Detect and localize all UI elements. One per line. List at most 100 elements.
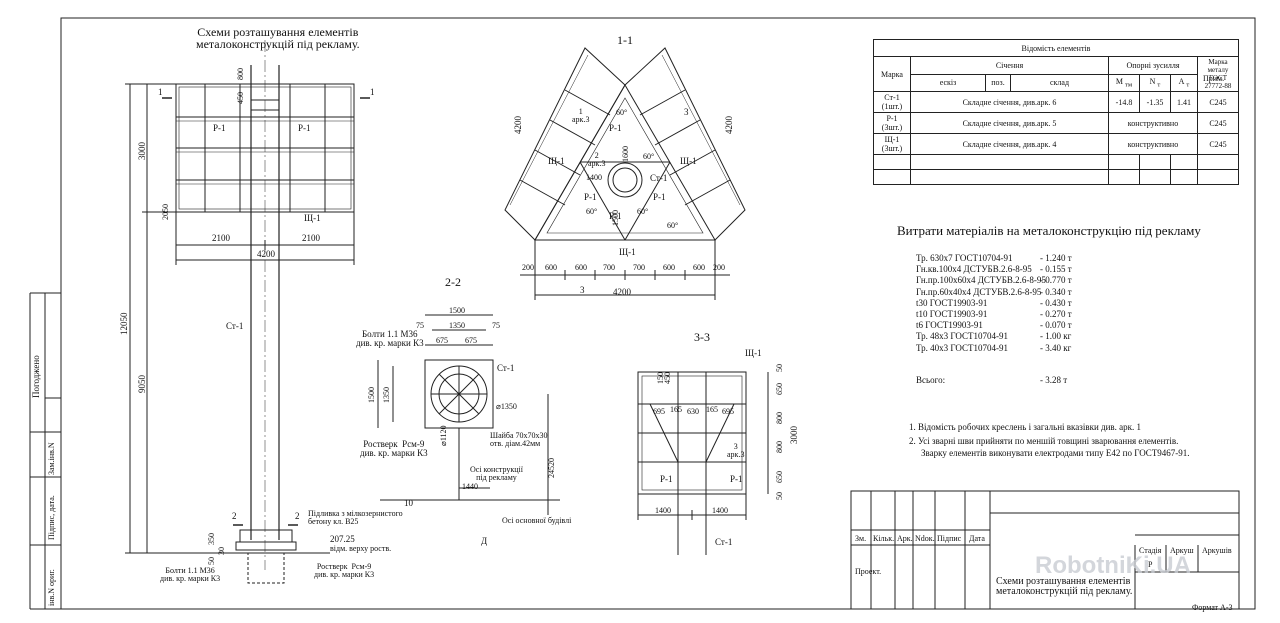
material-value: - 0.770 т xyxy=(1040,275,1072,286)
section-2-2-title: 2-2 xyxy=(445,275,461,289)
stamp-proekt: Проект. xyxy=(855,567,882,576)
material-name: t30 ГОСТ19903-91 xyxy=(916,297,988,308)
s33-r1-left: Р-1 xyxy=(660,474,673,484)
s33-dim-695-right: 695 xyxy=(722,407,734,416)
material-name: Гн.кв.100х4 ДСТУБВ.2.6-8-95 xyxy=(916,264,1032,275)
bom-row-sklad: Складне січення, див.арк. 4 xyxy=(910,133,1109,155)
s22-washer-note: Шайба 70х70х30 отв. діам.42мм xyxy=(490,431,548,448)
bom-h-marka-metal: Марка металу ГОСТ 27772-88 xyxy=(1197,56,1239,92)
cut-2-right: 2 xyxy=(295,511,300,521)
dim-30: 30 xyxy=(217,547,226,555)
s22-dim-1440: 1440 xyxy=(462,482,478,491)
label-st1: Ст-1 xyxy=(226,321,244,331)
drawing-title: Схеми розташування елементів металоконст… xyxy=(196,25,360,51)
materials-total-label: Всього: xyxy=(916,375,946,385)
material-item: Гн.кв.100х4 ДСТУБВ.2.6-8-95 - 0.155 т xyxy=(916,264,1076,274)
material-name: Тр. 48х3 ГОСТ10704-91 xyxy=(916,331,1008,342)
bom-h-eskiz: ескіз xyxy=(910,73,986,92)
bom-h-zusyllia: Опорні зусилля xyxy=(1108,56,1198,75)
cut-1-left: 1 xyxy=(158,87,163,97)
s22-rostverk: Ростверк Рсм-9 див. кр. марки К3 xyxy=(360,439,428,458)
bom-row-steel: С245 xyxy=(1197,112,1239,134)
s33-dim-650-top: 650 xyxy=(775,383,784,395)
plan-label-r1-right: Р-1 xyxy=(653,192,666,202)
material-name: t10 ГОСТ19903-91 xyxy=(916,309,988,319)
plan-dim-1: 600 xyxy=(545,263,557,272)
label-shch1: Щ-1 xyxy=(304,213,321,223)
bom-row: Р-1(3шт.) Складне січення, див.арк. 5 ко… xyxy=(873,112,1239,134)
section-3-3 xyxy=(637,371,769,555)
material-value: - 0.340 т xyxy=(1040,286,1072,297)
note-2: 2. Усі зварні шви прийняти по меншій тов… xyxy=(909,436,1179,446)
dim-9050: 9050 xyxy=(137,375,147,393)
bom-row-qty: (1шт.) xyxy=(881,102,903,111)
s33-dim-1400-left: 1400 xyxy=(655,506,671,515)
bom-row-steel: С245 xyxy=(1197,133,1239,155)
material-item: Гн.пр.100х60х4 ДСТУБВ.2.6-8-95- 0.770 т xyxy=(916,275,1076,285)
watermark: RobotniKi.UA xyxy=(1035,552,1191,579)
s22-st1: Ст-1 xyxy=(497,363,515,373)
elevation-value: 207.25 xyxy=(330,534,355,544)
note-pidlyvka: Підливка з мілкозернистого бетону кл. В2… xyxy=(308,509,403,526)
note-1: 1. Відомість робочих креслень і загальні… xyxy=(909,422,1142,432)
cut-1-right: 1 xyxy=(370,87,375,97)
plan-ark3-1: 1 арк.3 xyxy=(572,107,590,124)
material-value: - 0.270 т xyxy=(1040,309,1072,319)
s33-dim-3000: 3000 xyxy=(789,426,799,444)
s22-dim-75-right: 75 xyxy=(492,321,500,330)
s33-shch1: Щ-1 xyxy=(745,348,762,358)
bom-row-qty: (3шт.) xyxy=(881,144,903,153)
s33-dim-630: 630 xyxy=(687,407,699,416)
material-name: Тр. 630х7 ГОСТ10704-91 xyxy=(916,253,1013,263)
stamp-col-ark: Арк. xyxy=(897,534,913,543)
s33-dim-165-left: 165 xyxy=(670,405,682,414)
plan-label-shch1-bottom: Щ-1 xyxy=(619,247,636,257)
bom-row-merged: конструктивно xyxy=(1108,112,1198,134)
s33-dim-695-left: 695 xyxy=(653,407,665,416)
bom-row-sklad: Складне січення, див.арк. 6 xyxy=(910,91,1109,113)
s33-dim-50-top: 50 xyxy=(775,364,784,372)
material-item: Тр. 630х7 ГОСТ10704-91- 1.240 т xyxy=(916,253,1076,263)
plan-dim-2: 600 xyxy=(575,263,587,272)
s22-dim-675-right: 675 xyxy=(465,336,477,345)
stamp-arkushiv: Аркушів xyxy=(1202,546,1232,555)
stamp-arkush: Аркуш xyxy=(1170,546,1194,555)
plan-view xyxy=(504,47,746,300)
bom-row-steel: С245 xyxy=(1197,91,1239,113)
s33-dim-50-bottom: 50 xyxy=(775,492,784,500)
s33-r1-right: Р-1 xyxy=(730,474,743,484)
plan-dim-4200-right: 4200 xyxy=(724,116,734,134)
inv-orig-label: інв.N ориг. xyxy=(47,569,56,606)
dim-350: 350 xyxy=(207,533,216,545)
s22-dim-1350: 1350 xyxy=(449,321,465,330)
cut-2-left: 2 xyxy=(232,511,237,521)
bom-row-marka: Р-1 xyxy=(886,114,898,123)
s33-dim-800-b: 800 xyxy=(775,441,784,453)
plan-dim-1500: 1500 xyxy=(611,210,620,226)
s22-dim-75-left: 75 xyxy=(416,321,424,330)
material-value: - 0.155 т xyxy=(1040,264,1072,275)
dim-12050: 12050 xyxy=(119,312,129,336)
bom-h-poz: поз. xyxy=(985,73,1011,92)
angle-2: 60° xyxy=(643,152,655,161)
bom-h-marka: Марка xyxy=(873,56,911,92)
bom-row: Ст-1(1шт.) Складне січення, див.арк. 6 -… xyxy=(873,91,1239,113)
material-value: - 1.00 кг xyxy=(1040,331,1072,342)
elements-schedule-table: Відомість елементів Марка Січення Опорні… xyxy=(873,39,1239,185)
bom-h-prym: Прим. xyxy=(1203,74,1225,83)
plan-label-shch1-right: Щ-1 xyxy=(680,156,697,166)
section-2-2 xyxy=(377,314,560,515)
stamp-col-zm: Зм. xyxy=(855,534,867,543)
section-3-3-title: 3-3 xyxy=(694,330,710,344)
s22-axis-d: Д xyxy=(481,536,488,546)
plan-dim-6: 600 xyxy=(693,263,705,272)
s33-dim-1400-right: 1400 xyxy=(712,506,728,515)
plan-ark3-2: 2 арк.3 xyxy=(588,151,606,168)
s33-ark3: 3 арк.3 xyxy=(727,442,745,459)
pogodzheno-label: Погоджено xyxy=(31,355,41,398)
note-3: Зварку елементів виконувати електродами … xyxy=(921,448,1190,458)
dim-450: 450 xyxy=(236,92,245,104)
bom-row-marka: Щ-1 xyxy=(884,135,900,144)
plan-dim-1400: 1400 xyxy=(586,173,602,182)
stamp-stadia-value: Р xyxy=(1148,560,1153,569)
